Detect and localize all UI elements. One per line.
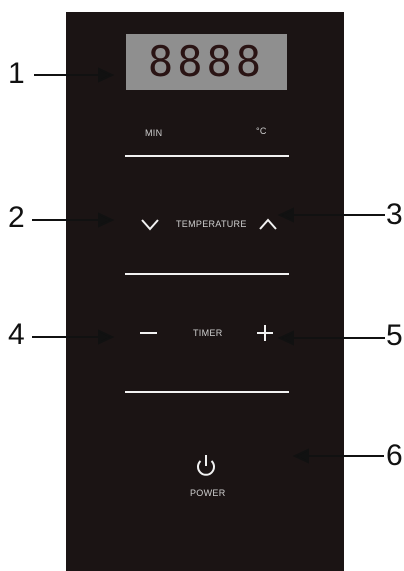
min-label: MIN bbox=[145, 128, 163, 138]
chevron-down-icon[interactable] bbox=[141, 219, 159, 231]
led-display: 8888 bbox=[126, 34, 287, 90]
power-label: POWER bbox=[190, 488, 226, 498]
timer-label: TIMER bbox=[193, 328, 223, 338]
display-digits: 8888 bbox=[147, 37, 266, 86]
callout-2: 2 bbox=[8, 201, 25, 234]
callout-3: 3 bbox=[386, 198, 403, 231]
divider-1 bbox=[125, 155, 289, 157]
callout-4: 4 bbox=[8, 318, 25, 351]
temperature-label: TEMPERATURE bbox=[176, 219, 247, 229]
chevron-up-icon[interactable] bbox=[259, 218, 277, 230]
control-panel bbox=[66, 12, 344, 571]
divider-3 bbox=[125, 391, 289, 393]
power-icon[interactable] bbox=[197, 455, 215, 476]
divider-2 bbox=[125, 273, 289, 275]
celsius-label: °C bbox=[256, 126, 267, 136]
callout-6: 6 bbox=[386, 439, 403, 472]
callout-1: 1 bbox=[8, 57, 25, 90]
callout-5: 5 bbox=[386, 319, 403, 352]
